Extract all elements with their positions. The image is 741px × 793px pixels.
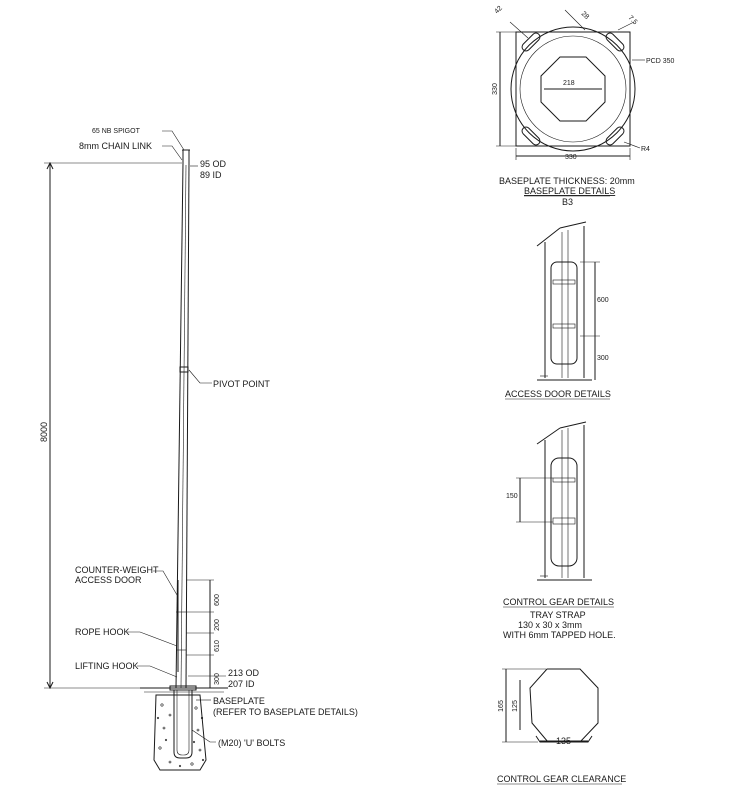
access-door-opening (550, 261, 578, 365)
octagon-cutout (540, 56, 606, 122)
pivot-label: PIVOT POINT (213, 379, 270, 389)
bottom-id-label: 207 ID (228, 679, 255, 689)
baseplate-thickness: BASEPLATE THICKNESS: 20mm (499, 176, 635, 186)
control-gear-title: CONTROL GEAR DETAILS (503, 597, 614, 607)
dim-28-label: 28 (580, 10, 591, 21)
baseplate-code: B3 (562, 197, 573, 207)
spigot-label: 65 NB SPIGOT (92, 128, 141, 135)
baseplate-label-2: (REFER TO BASEPLATE DETAILS) (213, 707, 358, 717)
bottom-od-label: 213 OD (228, 668, 260, 678)
pole-centre-line (180, 164, 187, 689)
pcd-label: PCD 350 (646, 58, 675, 65)
pole-elevation: 8000 65 NB SPIGOT 8mm CHAIN LINK 95 OD 8… (39, 128, 358, 771)
rope-hook-label: ROPE HOOK (75, 627, 130, 637)
pcd-circle (510, 26, 636, 152)
tray-strap-label-3: WITH 6mm TAPPED HOLE. (503, 630, 616, 640)
clearance-title: CONTROL GEAR CLEARANCE (497, 774, 626, 784)
pole-outline-right (185, 162, 190, 689)
pivot-band (179, 366, 189, 373)
dim-200-label: 200 (214, 619, 221, 631)
dim-218-label: 218 (563, 80, 575, 87)
access-door-detail: 600 300 ACCESS DOOR DETAILS (505, 221, 611, 400)
top-od-label: 95 OD (200, 159, 227, 169)
tray-strap-label-2: 130 x 30 x 3mm (518, 620, 582, 630)
control-gear-opening (550, 457, 578, 567)
counter-weight-label-1: COUNTER-WEIGHT (75, 565, 159, 575)
baseplate-square (515, 31, 631, 147)
dim-600-label: 600 (214, 594, 221, 606)
baseplate-detail: 218 330 330 42 28 7.5 PCD 350 R4 BASEPLA… (492, 5, 675, 207)
height-dim-label: 8000 (39, 422, 49, 442)
access-door-title: ACCESS DOOR DETAILS (505, 389, 611, 399)
clearance-125-label: 125 (512, 700, 519, 712)
baseplate-label-1: BASEPLATE (213, 696, 265, 706)
u-bolt (173, 690, 193, 759)
r4-label: R4 (641, 146, 650, 153)
control-gear-detail: 150 CONTROL GEAR DETAILS TRAY STRAP 130 … (503, 421, 616, 640)
door-dim-600-label: 600 (597, 297, 609, 304)
concrete-foundation (153, 694, 207, 771)
gear-dim-150-label: 150 (506, 493, 518, 500)
bolt-slots (521, 32, 625, 146)
clearance-octagon (529, 668, 599, 743)
dim-330-v-label: 330 (492, 83, 499, 95)
tray-strap (552, 517, 576, 525)
tray-strap-label-1: TRAY STRAP (530, 610, 586, 620)
concrete-hatching (156, 703, 205, 768)
dim-610-label: 610 (214, 640, 221, 652)
top-id-label: 89 ID (200, 170, 222, 180)
clearance-135-label: 135 (556, 736, 571, 746)
baseplate (169, 685, 197, 691)
dim-75-label: 7.5 (627, 14, 639, 26)
pole-outline-left (175, 162, 184, 689)
lifting-hook-label: LIFTING HOOK (75, 661, 139, 671)
dim-300-label: 300 (214, 673, 221, 685)
dim-330-h-label: 330 (565, 154, 577, 161)
chain-label: 8mm CHAIN LINK (79, 141, 152, 151)
clearance-165-label: 165 (498, 700, 505, 712)
door-dim-300-label: 300 (597, 355, 609, 362)
counter-weight-label-2: ACCESS DOOR (75, 575, 142, 585)
baseplate-title: BASEPLATE DETAILS (524, 186, 615, 196)
clearance-detail: 165 125 135 CONTROL GEAR CLEARANCE (497, 668, 626, 785)
dim-42-label: 42 (493, 5, 504, 16)
u-bolts-label: (M20) 'U' BOLTS (218, 738, 285, 748)
